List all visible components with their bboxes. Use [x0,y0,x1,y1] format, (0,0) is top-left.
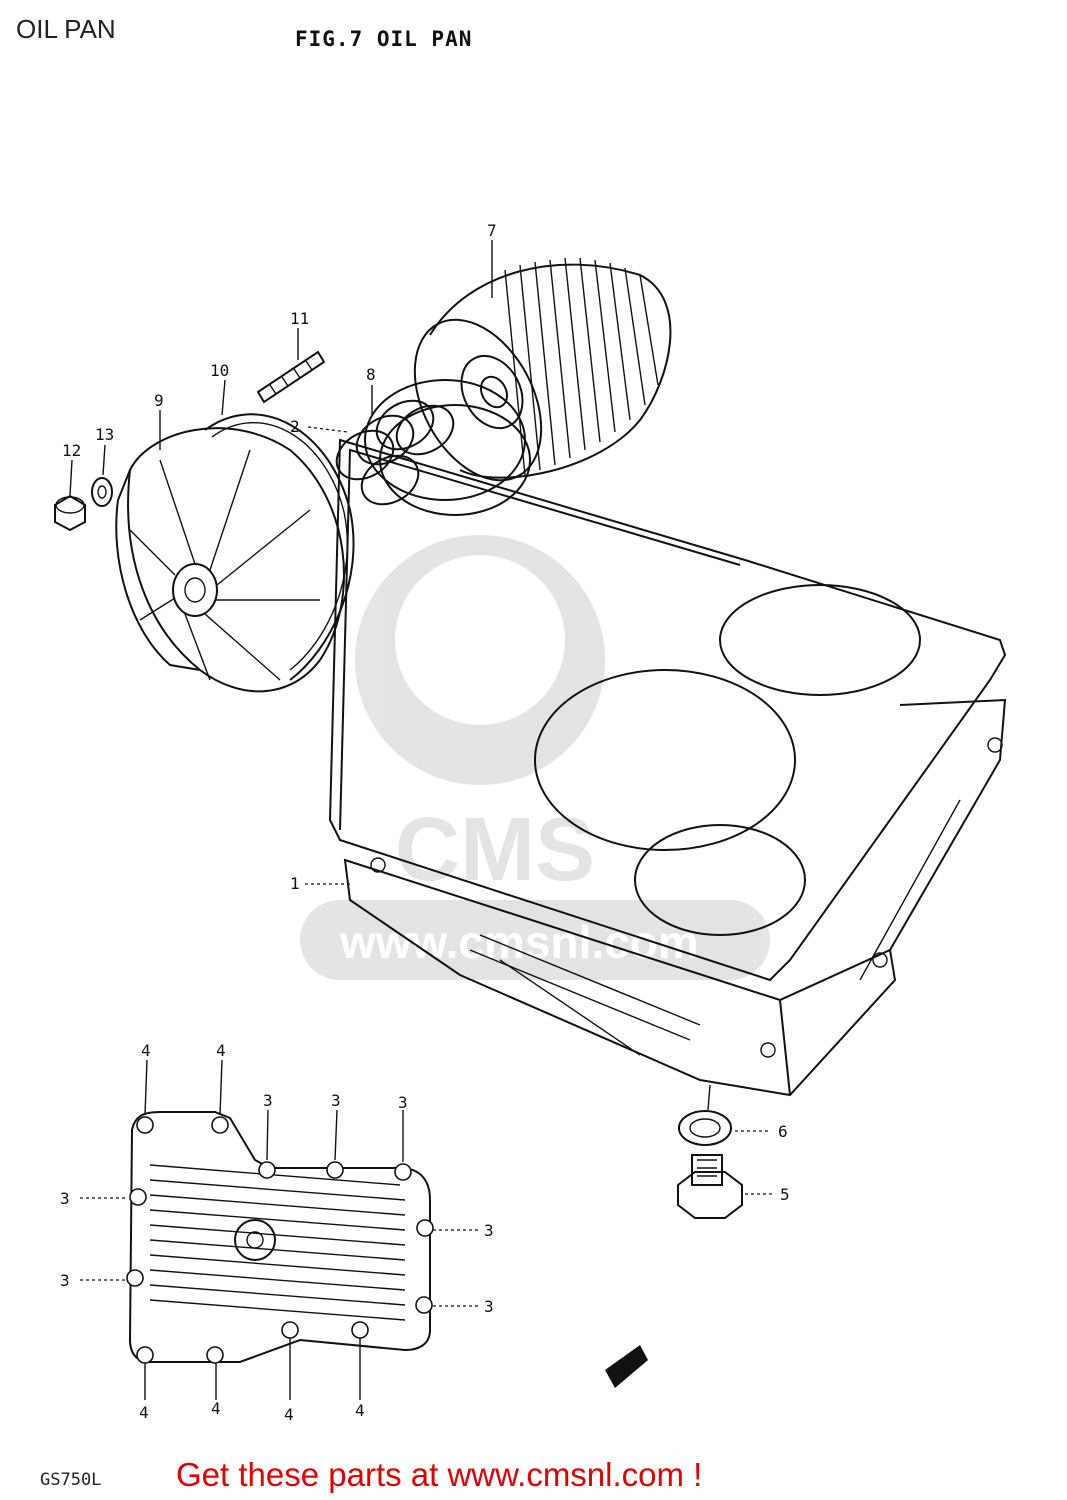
callout-1: 1 [290,874,300,893]
drain-plug-gasket-part [678,1110,732,1146]
callout-4: 4 [216,1041,226,1060]
callout-7: 7 [487,221,497,240]
callout-8: 8 [366,365,376,384]
page-title: OIL PAN [16,14,116,44]
shop-link[interactable]: Get these parts at www.cmsnl.com ! [176,1456,703,1493]
oil-filter-part [413,257,672,482]
o-ring-part [204,413,355,681]
stud-bolt-part [256,350,326,404]
callout-11: 11 [290,309,309,328]
cap-nut-part [54,494,86,532]
callout-4: 4 [284,1405,294,1424]
watermark-logo-text: CMS [395,800,595,900]
model-code: GS750L [40,1470,102,1490]
callout-4: 4 [211,1399,221,1418]
callout-3: 3 [60,1271,70,1290]
oil-pan-part [343,698,1007,1097]
filter-cover-part [115,427,345,693]
callout-3: 3 [331,1091,341,1110]
callout-numbers: 7 11 10 8 9 13 12 2 1 6 5 4 4 4 4 4 4 3 … [60,221,790,1424]
callout-4: 4 [139,1403,149,1422]
callout-12: 12 [62,441,81,460]
callout-5: 5 [780,1185,790,1204]
drain-plug-part [677,1154,743,1219]
callout-3: 3 [484,1221,494,1240]
front-arrow-mark [605,1345,648,1388]
callout-2: 2 [290,417,300,436]
figure-title: FIG.7 OIL PAN [295,27,473,51]
callout-3: 3 [398,1093,408,1112]
watermark-url-text: www.cmsnl.com [339,916,699,968]
callout-10: 10 [210,361,229,380]
cms-watermark-logo: CMS www.cmsnl.com [300,535,770,980]
oil-pan-gasket-part [328,379,1007,982]
oil-pan-bottom-view [126,1111,434,1364]
callout-3: 3 [263,1091,273,1110]
callout-4: 4 [355,1401,365,1420]
callout-3: 3 [484,1297,494,1316]
bolt-holes [126,1116,434,1364]
callout-4: 4 [141,1041,151,1060]
callout-13: 13 [95,425,114,444]
washer-part [91,477,113,507]
leader-lines [69,240,775,1400]
callout-9: 9 [154,391,164,410]
callout-3: 3 [60,1189,70,1208]
callout-6: 6 [778,1122,788,1141]
